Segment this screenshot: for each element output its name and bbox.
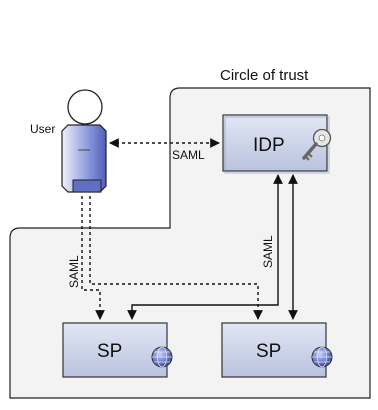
sp-right-label: SP (256, 341, 281, 362)
user-label: User (30, 122, 55, 136)
edge-user-sp-left (81, 196, 105, 320)
sp-left-label: SP (97, 341, 122, 362)
globe-icon (311, 346, 333, 368)
edge-user-sp-label: SAML (67, 255, 81, 288)
user-figure (61, 89, 107, 193)
region-title: Circle of trust (220, 67, 309, 84)
edge-idp-sp-label: SAML (261, 235, 275, 268)
edge-user-idp-label: SAML (172, 148, 205, 162)
idp-label: IDP (253, 135, 285, 156)
globe-icon (151, 346, 173, 368)
idp-node (222, 114, 330, 174)
sp-left-node (62, 322, 168, 378)
edge-idp-sp-left (127, 174, 283, 320)
edge-user-sp-right (89, 196, 263, 320)
key-icon (302, 128, 332, 161)
sp-right-node (221, 322, 327, 378)
